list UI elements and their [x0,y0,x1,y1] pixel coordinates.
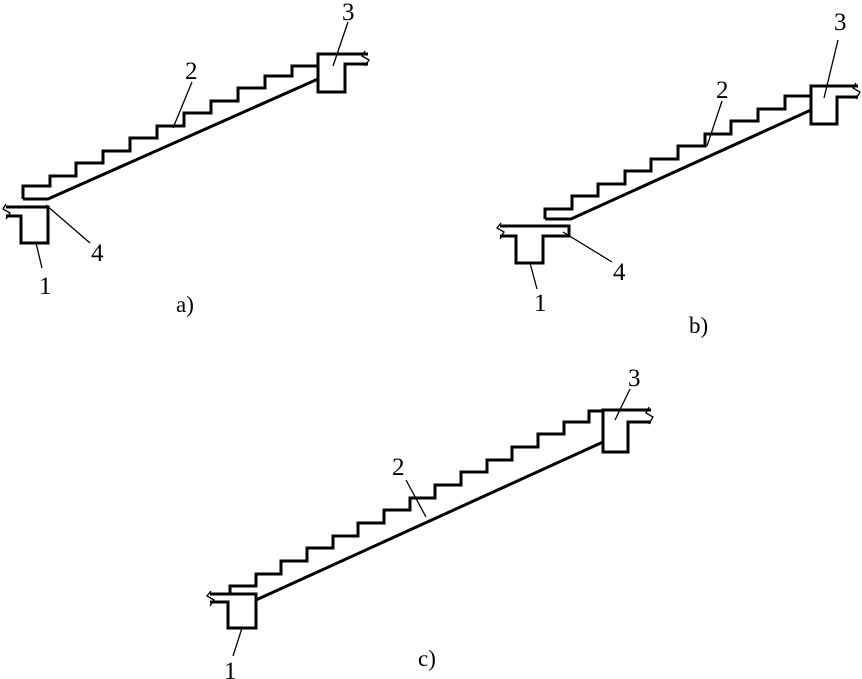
panel-b-leader-1 [529,262,538,290]
panel-a-top-break-mark [361,50,370,67]
panel-a-label-3: 3 [342,0,355,26]
panel-a-caption: a) [176,292,194,317]
panel-b-leader-3 [823,39,839,99]
panel-b-bottom-break-mark [496,222,505,240]
panel-a-leader-4 [45,204,91,244]
panel-a-bottom-break-mark [2,203,11,220]
panel-c-label-2: 2 [392,454,405,481]
panel-c-stair-soffit [255,440,604,602]
panel-a-label-4: 4 [91,240,104,267]
panel-b-leader-2 [706,100,723,147]
panel-b-label-2: 2 [716,77,729,104]
panel-b-label-3: 3 [834,9,847,36]
panel-b-stair-flight [543,84,858,219]
panel-a-leader-3 [332,21,349,67]
panel-c-label-3: 3 [628,365,641,392]
panel-c-top-beam [601,411,651,454]
panel-a-stair-flight [21,52,368,199]
panel-a: 1 2 3 4 a) [2,0,370,317]
panel-b-leader-4 [562,231,613,263]
panel-a-top-beam [316,62,368,94]
panel-b-top-break-mark [852,82,861,100]
panel-c: 1 2 3 c) [206,365,654,679]
panel-b-caption: b) [689,313,708,338]
panel-a-leader-2 [172,81,193,129]
panel-b-bottom-beam [500,224,571,265]
panel-c-caption: c) [418,646,436,671]
panel-b: 1 2 3 4 b) [496,9,861,338]
panel-a-leader-1 [35,242,43,269]
panel-c-bottom-break-mark [206,590,215,607]
panel-c-bottom-beam [210,592,258,630]
panel-b-label-1: 1 [534,290,547,317]
panel-a-bottom-beam [6,205,50,245]
panel-c-top-break-mark [645,406,654,425]
panel-b-top-beam [809,86,858,126]
panel-c-leader-1 [232,627,243,657]
panel-a-label-1: 1 [39,273,52,300]
panel-a-stair-soffit [23,77,319,201]
panel-b-stair-soffit [545,108,812,221]
panel-a-label-2: 2 [185,58,198,85]
panel-c-label-1: 1 [224,658,237,679]
panel-b-label-4: 4 [613,259,626,286]
panel-c-leader-2 [405,479,427,518]
panel-c-stair-flight [210,408,651,596]
panel-c-leader-3 [614,388,631,421]
